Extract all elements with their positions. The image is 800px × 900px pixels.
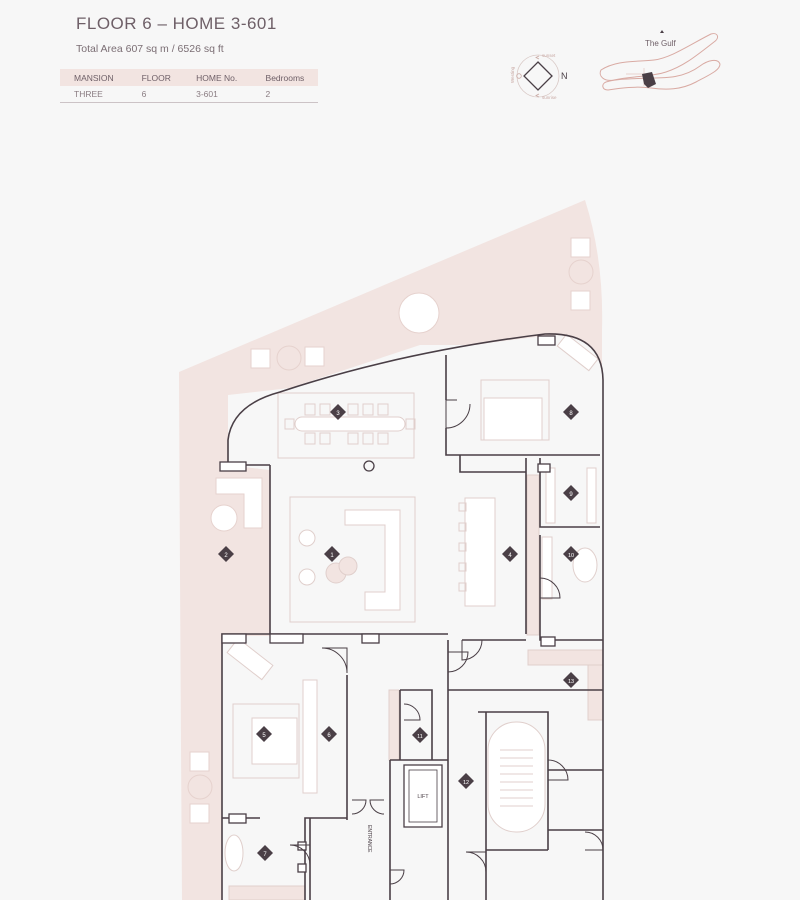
svg-text:13: 13 [568,679,574,685]
doors [289,399,604,885]
door-kitchen [461,639,483,661]
table-header-row: MANSION FLOOR HOME No. Bedrooms [60,69,318,86]
room-marker-1: 1 [324,546,340,562]
header-bedrooms: Bedrooms [251,69,318,86]
svg-text:7: 7 [263,852,267,858]
table-row: THREE 6 3-601 2 [60,86,318,103]
page-title: FLOOR 6 – HOME 3-601 [76,14,277,33]
svg-text:3: 3 [336,411,340,417]
door-utility [447,651,469,673]
entrance-double-door [351,799,385,815]
entrance-label: ENTRANCE [366,825,372,853]
bathtub-icon [224,834,244,872]
bathtub-icon [572,547,598,583]
room-marker-4: 4 [502,546,518,562]
living-rug [289,496,416,623]
outdoor-table-icon [398,292,440,334]
outdoor-sofa-icon [215,477,263,529]
room-marker-11: 11 [412,727,428,743]
header-floor: FLOOR [127,69,183,86]
columns [219,335,556,873]
master-bed-icon [483,397,543,441]
lounge-chair-icon [250,348,271,369]
home-info-table: MANSION FLOOR HOME No. Bedrooms THREE 6 … [60,69,318,103]
svg-text:10: 10 [568,553,574,559]
svg-text:6: 6 [327,733,331,739]
outer-wall [227,333,604,900]
room-marker-6: 6 [321,726,337,742]
lounge-chair-icon [189,751,210,772]
svg-text:12: 12 [463,780,469,786]
lift-label: LIFT [417,794,429,800]
compass-sunrise: sunrise [542,95,557,100]
interior-furniture [224,333,604,900]
bed-icon [251,717,298,765]
key-plan: The Gulf [599,30,721,91]
door-master-bedroom [445,399,471,429]
side-table-icon [210,504,238,532]
door-bedroom [321,647,348,674]
lounge-chair-icon [226,637,274,681]
stair-icon [487,721,546,833]
sofa-icon [344,509,401,611]
door-ensuite [289,844,311,866]
door-storage [547,759,569,781]
room-marker-9: 9 [563,485,579,501]
svg-text:8: 8 [569,411,573,417]
lounge-chair-icon [189,803,210,824]
lounge-chair-icon [304,346,325,367]
room-marker-12: 12 [458,773,474,789]
compass-west: Westing [510,66,515,83]
room-marker-10: 10 [563,546,579,562]
lounge-chair-icon [570,237,591,258]
room-marker-5: 5 [256,726,272,742]
bedroom-rug [232,703,300,779]
value-floor: 6 [127,86,183,103]
svg-text:5: 5 [262,733,266,739]
armchair-icon [298,568,316,586]
total-area: Total Area 607 sq m / 6526 sq ft [76,43,224,55]
room-marker-13: 13 [563,672,579,688]
header: FLOOR 6 – HOME 3-601 Total Area 607 sq m… [0,0,800,120]
room-marker-7: 7 [257,845,273,861]
door-powder [403,703,421,721]
svg-text:1: 1 [330,553,334,559]
terrace-area [179,200,603,900]
value-home-no: 3-601 [182,86,252,103]
door-bath [539,577,561,599]
room-marker-8: 8 [563,404,579,420]
svg-text:2: 2 [224,553,228,559]
room-markers: 1 2 3 4 5 6 7 8 [218,404,579,861]
door-cloak [389,869,405,885]
kitchen-island-icon [464,497,496,607]
header-home-no: HOME No. [182,69,252,86]
lounge-chair-icon [556,333,599,372]
column-marker [363,460,375,472]
lounge-chair-icon [570,290,591,311]
value-bedrooms: 2 [251,86,318,103]
header-mansion: MANSION [60,69,128,86]
svg-text:11: 11 [417,734,423,740]
keyplan-highlight [642,72,656,88]
dining-table-icon [294,416,406,432]
keyplan-label: The Gulf [645,39,676,48]
dining-rug [277,392,415,459]
compass-icon: N sunset sunrise Westing [510,53,568,100]
svg-text:9: 9 [569,492,573,498]
armchair-icon [298,529,316,547]
door-service [465,851,487,873]
svg-text:4: 4 [508,553,512,559]
compass-north: N [561,71,568,81]
lift: LIFT [403,764,443,828]
room-marker-3: 3 [330,404,346,420]
terrace-furniture [187,237,594,824]
door-maid [584,831,604,851]
value-mansion: THREE [60,86,128,103]
walls [221,333,604,900]
compass-sunset: sunset [542,53,556,58]
room-marker-2: 2 [218,546,234,562]
gulf-arrow-icon [660,30,664,33]
